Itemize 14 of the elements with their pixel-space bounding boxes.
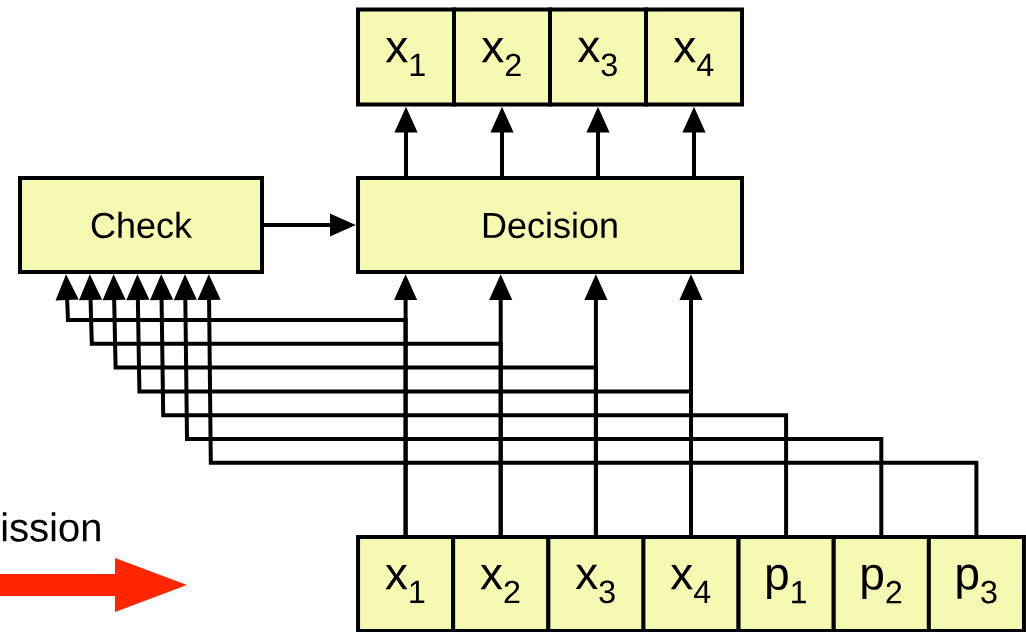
symbol-cell: x$_{3}$ [546, 535, 646, 632]
decision-box: Decision [356, 176, 744, 274]
symbol-cell: p$_{1}$ [736, 535, 836, 632]
symbol-cell: p$_{3}$ [926, 535, 1026, 632]
symbol-cell: x$_{4}$ [641, 535, 741, 632]
symbol-cell: x$_{1}$ [356, 535, 456, 632]
symbol-cell: x$_{2}$ [451, 535, 551, 632]
variable-cell: x$_{1}$ [356, 7, 456, 107]
check-box: Check [18, 176, 264, 274]
variable-cell: x$_{2}$ [452, 7, 552, 107]
variable-cell: x$_{3}$ [548, 7, 648, 107]
caption-text: ission [2, 512, 100, 542]
symbol-cell: p$_{2}$ [831, 535, 931, 632]
variable-cell: x$_{4}$ [644, 7, 744, 107]
